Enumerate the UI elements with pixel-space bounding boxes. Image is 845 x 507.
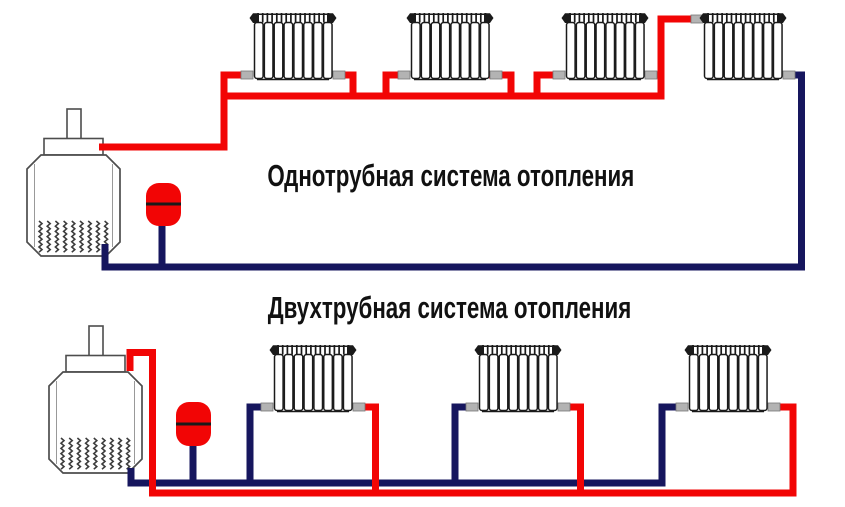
diagram-title-two-pipe: Двухтрубная система отопления [197,292,697,323]
diagram-title-two-pipe-text: Двухтрубная система отопления [267,290,632,325]
two-pipe-diagram [48,325,797,497]
radiator [698,12,788,81]
return-pipe [101,71,805,271]
return-pipe [127,403,678,487]
radiator [268,344,358,413]
radiator [248,12,338,81]
diagram-title-single-pipe-text: Однотрубная система отопления [267,158,635,193]
boiler [48,325,143,474]
single-pipe-diagram [26,12,805,271]
pipe-connectors [240,14,796,80]
radiator [473,344,563,413]
pipe-connectors [260,402,781,412]
radiator [683,344,773,413]
boiler [26,108,121,257]
radiator [560,12,650,81]
radiator [405,12,495,81]
diagram-title-single-pipe: Однотрубная система отопления [196,160,696,191]
